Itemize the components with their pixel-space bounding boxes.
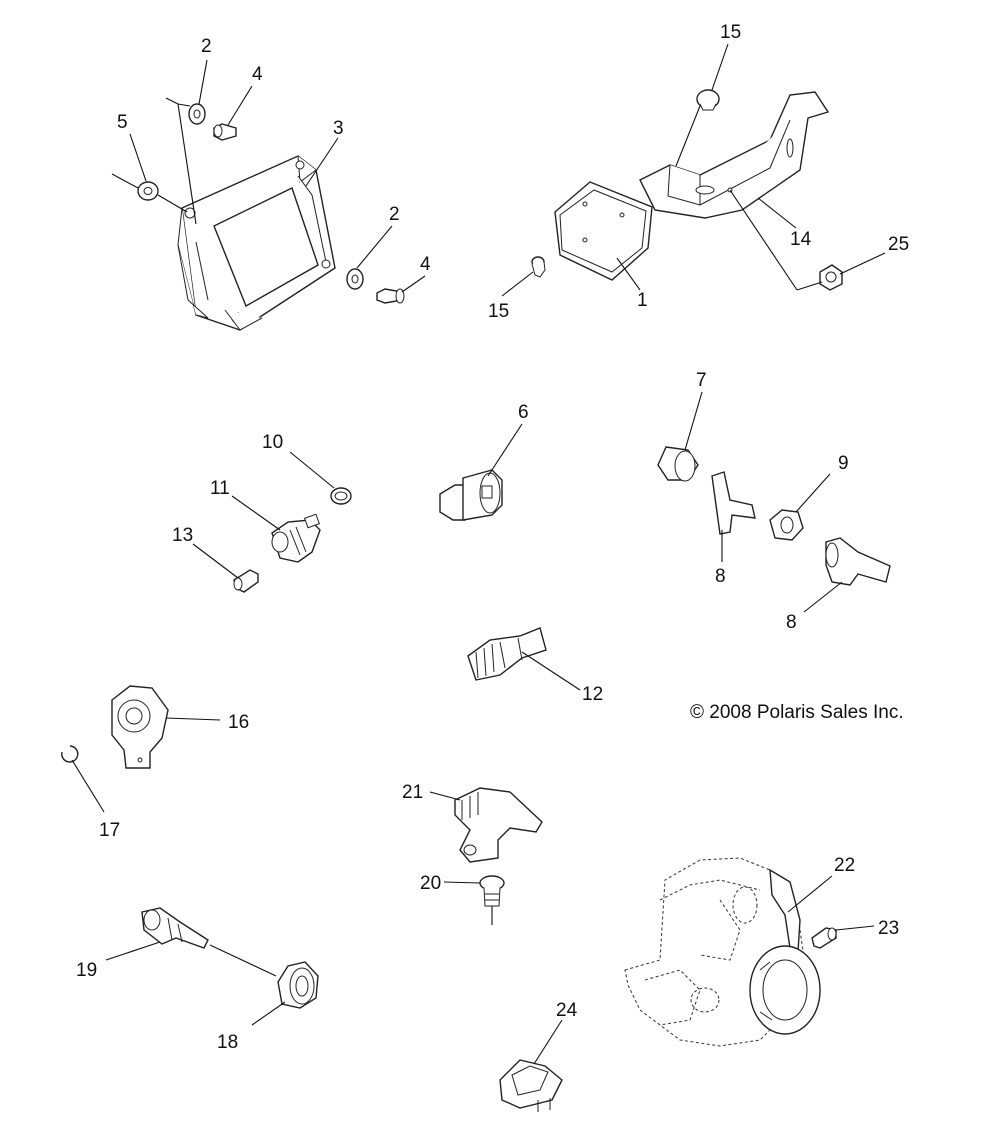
part-5-washer xyxy=(137,181,159,201)
callout-2-top: 2 xyxy=(201,36,212,57)
callout-3: 3 xyxy=(333,118,344,139)
callout-19: 19 xyxy=(76,960,97,981)
callout-16: 16 xyxy=(228,712,249,733)
part-15-push-pin-bottom xyxy=(531,256,546,278)
part-22-throttle-body xyxy=(624,857,821,1047)
part-16-knock-sensor xyxy=(111,685,169,769)
part-4-screw-right xyxy=(376,288,405,304)
leader-lines xyxy=(71,43,886,1065)
part-9-ring-nut xyxy=(769,509,804,541)
callout-12: 12 xyxy=(582,684,603,705)
callout-5: 5 xyxy=(117,112,128,133)
callout-8-clip: 8 xyxy=(715,566,726,587)
callout-10: 10 xyxy=(262,432,283,453)
callout-14: 14 xyxy=(790,229,812,250)
part-10-o-ring xyxy=(330,487,352,505)
part-2-washer-top xyxy=(188,103,206,125)
callout-20: 20 xyxy=(420,873,441,894)
callout-17: 17 xyxy=(99,820,120,841)
copyright-notice: © 2008 Polaris Sales Inc. xyxy=(690,702,904,723)
callout-25: 25 xyxy=(888,234,909,255)
part-20-seal xyxy=(479,875,505,907)
callout-22: 22 xyxy=(834,855,855,876)
callout-13: 13 xyxy=(172,525,193,546)
part-15-push-pin-top xyxy=(696,89,720,111)
part-11-sensor xyxy=(271,513,321,563)
part-1-cover xyxy=(554,181,653,281)
part-25-nut xyxy=(819,264,843,291)
callout-4-right: 4 xyxy=(420,254,431,275)
part-6-plug xyxy=(439,469,503,521)
part-3-ecu-module xyxy=(177,155,336,331)
callout-2-right: 2 xyxy=(389,204,400,225)
part-21-map-sensor xyxy=(454,787,543,863)
part-23-screw xyxy=(811,927,837,949)
callout-11: 11 xyxy=(210,478,230,499)
callout-23: 23 xyxy=(878,918,899,939)
callout-1: 1 xyxy=(637,290,648,311)
part-8-sensor xyxy=(825,537,891,586)
part-14-bracket xyxy=(639,91,830,219)
part-4-screw-top xyxy=(213,123,237,141)
callout-18: 18 xyxy=(217,1032,238,1053)
part-7-grommet xyxy=(657,446,699,482)
part-24-switch xyxy=(499,1059,563,1112)
part-18-grommet xyxy=(277,961,319,1009)
callout-6: 6 xyxy=(518,402,529,423)
callout-4-top: 4 xyxy=(252,64,263,85)
callout-8-sensor: 8 xyxy=(786,612,797,633)
part-12-temp-sensor xyxy=(467,627,547,681)
part-8-clip xyxy=(711,471,756,535)
callout-15-bottom: 15 xyxy=(488,301,509,322)
callout-15-top: 15 xyxy=(720,22,741,43)
callout-9: 9 xyxy=(838,453,849,474)
part-19-sensor-stem xyxy=(141,907,209,949)
callout-labels: 2 4 5 3 2 4 15 14 25 15 1 10 11 13 6 7 9… xyxy=(76,22,909,1053)
part-13-bolt xyxy=(233,569,259,593)
callout-7: 7 xyxy=(696,370,707,391)
part-2-washer-right xyxy=(346,268,364,290)
callout-24: 24 xyxy=(556,1000,578,1021)
callout-21: 21 xyxy=(402,782,423,803)
part-17-clip-ring xyxy=(61,745,79,763)
